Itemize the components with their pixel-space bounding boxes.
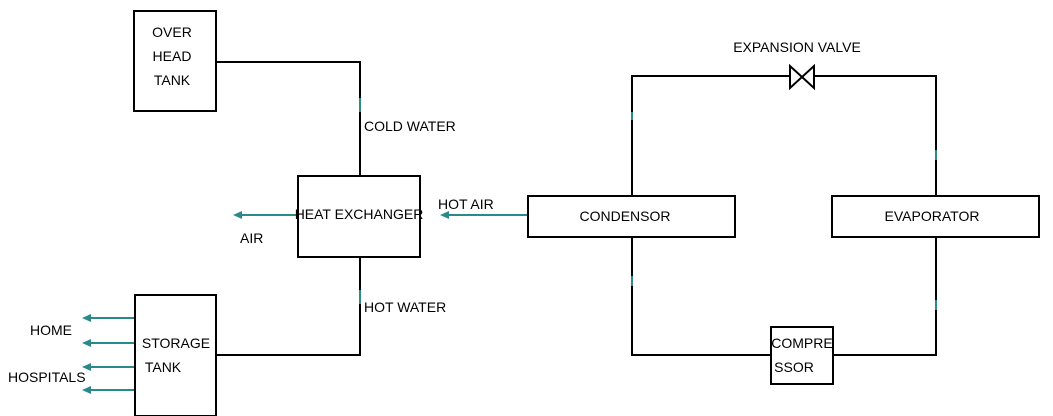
valve-to-evaporator-pipe bbox=[814, 75, 937, 196]
evaporator-label: EVAPORATOR bbox=[885, 208, 980, 224]
hot-air-arrowhead-icon bbox=[440, 211, 449, 219]
condensor-box bbox=[527, 195, 736, 238]
evaporator-box bbox=[831, 195, 1040, 238]
air-label: AIR bbox=[240, 230, 263, 246]
cold-water-pipe bbox=[216, 61, 361, 176]
evaporator-to-compressor-pipe bbox=[833, 237, 937, 356]
heat-exchanger-box bbox=[297, 175, 421, 258]
expansion-valve-icon bbox=[789, 63, 815, 91]
hospitals-label: HOSPITALS bbox=[8, 369, 86, 385]
overhead-tank-label-line-3: TANK bbox=[154, 72, 191, 88]
hot-water-label: HOT WATER bbox=[364, 299, 446, 315]
expansion-valve-label: EXPANSION VALVE bbox=[733, 39, 861, 55]
condensor-label: CONDENSOR bbox=[579, 208, 670, 224]
outlet-hospitals-arrowhead-icon bbox=[82, 363, 91, 371]
overhead-tank-box bbox=[133, 10, 217, 112]
compressor-to-condensor-pipe bbox=[631, 237, 771, 356]
home-label: HOME bbox=[30, 322, 72, 338]
compressor-box bbox=[770, 326, 834, 385]
outlet-4-arrowhead-icon bbox=[82, 386, 91, 394]
storage-tank-label-line-1: STORAGE bbox=[142, 335, 210, 351]
heat-exchanger-label: HEAT EXCHANGER bbox=[295, 206, 424, 222]
outlet-home-arrowhead-icon bbox=[82, 314, 91, 322]
condensor-to-valve-pipe bbox=[631, 75, 790, 196]
hot-air-label: HOT AIR bbox=[438, 196, 494, 212]
piping bbox=[216, 61, 937, 356]
air-arrowhead-icon bbox=[233, 211, 242, 219]
outlet-2-arrowhead-icon bbox=[82, 339, 91, 347]
overhead-tank-label-line-2: HEAD bbox=[153, 48, 192, 64]
hot-water-pipe bbox=[216, 257, 361, 356]
flow-arrows bbox=[82, 98, 937, 394]
storage-tank-box bbox=[134, 294, 217, 416]
storage-tank-label-line-2: TANK bbox=[145, 359, 182, 375]
overhead-tank-label-line-1: OVER bbox=[152, 24, 192, 40]
cold-water-label: COLD WATER bbox=[364, 118, 456, 134]
compressor-label-line-2: SSOR bbox=[774, 359, 814, 375]
compressor-label-line-1: COMPRE bbox=[771, 335, 832, 351]
